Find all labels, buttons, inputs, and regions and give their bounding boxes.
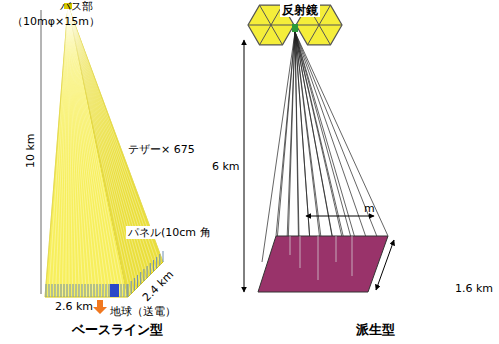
mirror-segment (319, 5, 331, 25)
panel-hatch-line (97, 284, 98, 297)
tether-line (295, 32, 350, 270)
tether-lines (290, 236, 352, 280)
panel-hatch-line (137, 275, 138, 287)
panel-hatch-line (143, 269, 144, 281)
tether-line (336, 236, 337, 262)
panel-hatch-line (88, 284, 89, 297)
panel-hatch-line (52, 284, 53, 297)
panel-hatch-line (46, 284, 47, 297)
dimension: m (364, 202, 375, 215)
mirror-segment (296, 25, 319, 26)
transmission-arrow (93, 300, 107, 314)
panel-hatch-line (106, 284, 107, 297)
part-name: 地球（送電） (110, 305, 176, 318)
panel-hatch-line (127, 284, 128, 297)
panel-hatch-line (61, 284, 62, 297)
tether-line (295, 32, 366, 236)
tether-line (55, 6, 68, 297)
tether-line (68, 6, 131, 295)
panel-hatch-line (49, 284, 50, 297)
panel-hatch-line (147, 266, 148, 278)
tether-line (68, 6, 133, 292)
panel-hatch-line (64, 284, 65, 297)
tether-line (68, 6, 121, 297)
panel-hatch-line (109, 284, 110, 297)
tether-line (295, 32, 354, 236)
part-name: バス部 (60, 0, 93, 13)
panel-hatch-line (100, 284, 101, 297)
tether-line (68, 6, 118, 297)
panel-hatch-line (163, 251, 164, 262)
dimension: （10mφ×15m） (12, 15, 100, 28)
tether-line (48, 6, 68, 297)
panel-hatch-line (94, 284, 95, 297)
panel-hatch-line (67, 284, 68, 297)
tether-line (318, 236, 319, 280)
mirror-segment (319, 25, 331, 45)
figure-caption: ベースライン型 (72, 322, 163, 338)
panel-hatch-line (128, 284, 129, 297)
panel-hatch-line (134, 278, 135, 291)
panel-hatch-line (76, 284, 77, 297)
part-name: テザー× 675 (126, 143, 197, 156)
tether-line (66, 6, 68, 297)
panel-hatch-line (91, 284, 92, 297)
dimension: 6 km (212, 160, 240, 173)
dimension-arrow (306, 216, 374, 217)
panel-hatch-line (79, 284, 80, 297)
panel-hatch-line (156, 257, 157, 268)
panel-hatch-line (103, 284, 104, 297)
panel-hatch-line (58, 284, 59, 297)
panel-hatch-line (70, 284, 71, 297)
panel-hatch-line (85, 284, 86, 297)
tether-line (59, 6, 68, 297)
tether-line (62, 6, 68, 297)
height-line (41, 10, 42, 294)
panel-highlight (110, 284, 119, 297)
figure-caption: 派生型 (356, 322, 395, 338)
dimension: 2.6 km (55, 300, 93, 313)
mirror-segment (271, 25, 294, 26)
panel-hatch-line (121, 284, 122, 297)
part-name: 反射鏡 (280, 3, 320, 17)
mirror-segment (308, 25, 320, 45)
panel-hatch-line (55, 284, 56, 297)
panel-hatch-line (73, 284, 74, 297)
panel-hatch-line (159, 254, 160, 265)
dimension-arrow (376, 240, 394, 290)
tether-line (295, 32, 388, 236)
tether-line (52, 6, 68, 297)
panel (258, 236, 388, 292)
tether-line (295, 32, 337, 262)
dimension-arrow (244, 40, 245, 292)
dimension: 10 km (24, 133, 37, 168)
panel-hatch-line (140, 272, 141, 284)
tether-line (68, 6, 128, 297)
mirror-segment (271, 25, 283, 45)
panel-hatch-line (124, 284, 125, 297)
dimension: 2.4 km (140, 268, 176, 304)
panel-hatch-line (153, 260, 154, 272)
panel-hatch-line (150, 263, 151, 275)
mirror-segment (248, 25, 271, 26)
tether-line (290, 236, 291, 255)
mirror-segment (319, 25, 342, 26)
panel-hatch-line (131, 281, 132, 294)
bus-part (292, 24, 298, 32)
tether-line (45, 6, 68, 297)
dimension: 1.6 km (455, 282, 493, 295)
panel-hatch-line (82, 284, 83, 297)
tether-line (275, 32, 296, 270)
mirror-segment (260, 5, 272, 25)
tether-line (352, 236, 353, 276)
mirror-segment (260, 25, 272, 45)
tether-line (68, 6, 163, 262)
tether-line (300, 236, 301, 268)
tether-line (68, 6, 104, 297)
part-name: パネル(10cm 角 (126, 226, 213, 239)
